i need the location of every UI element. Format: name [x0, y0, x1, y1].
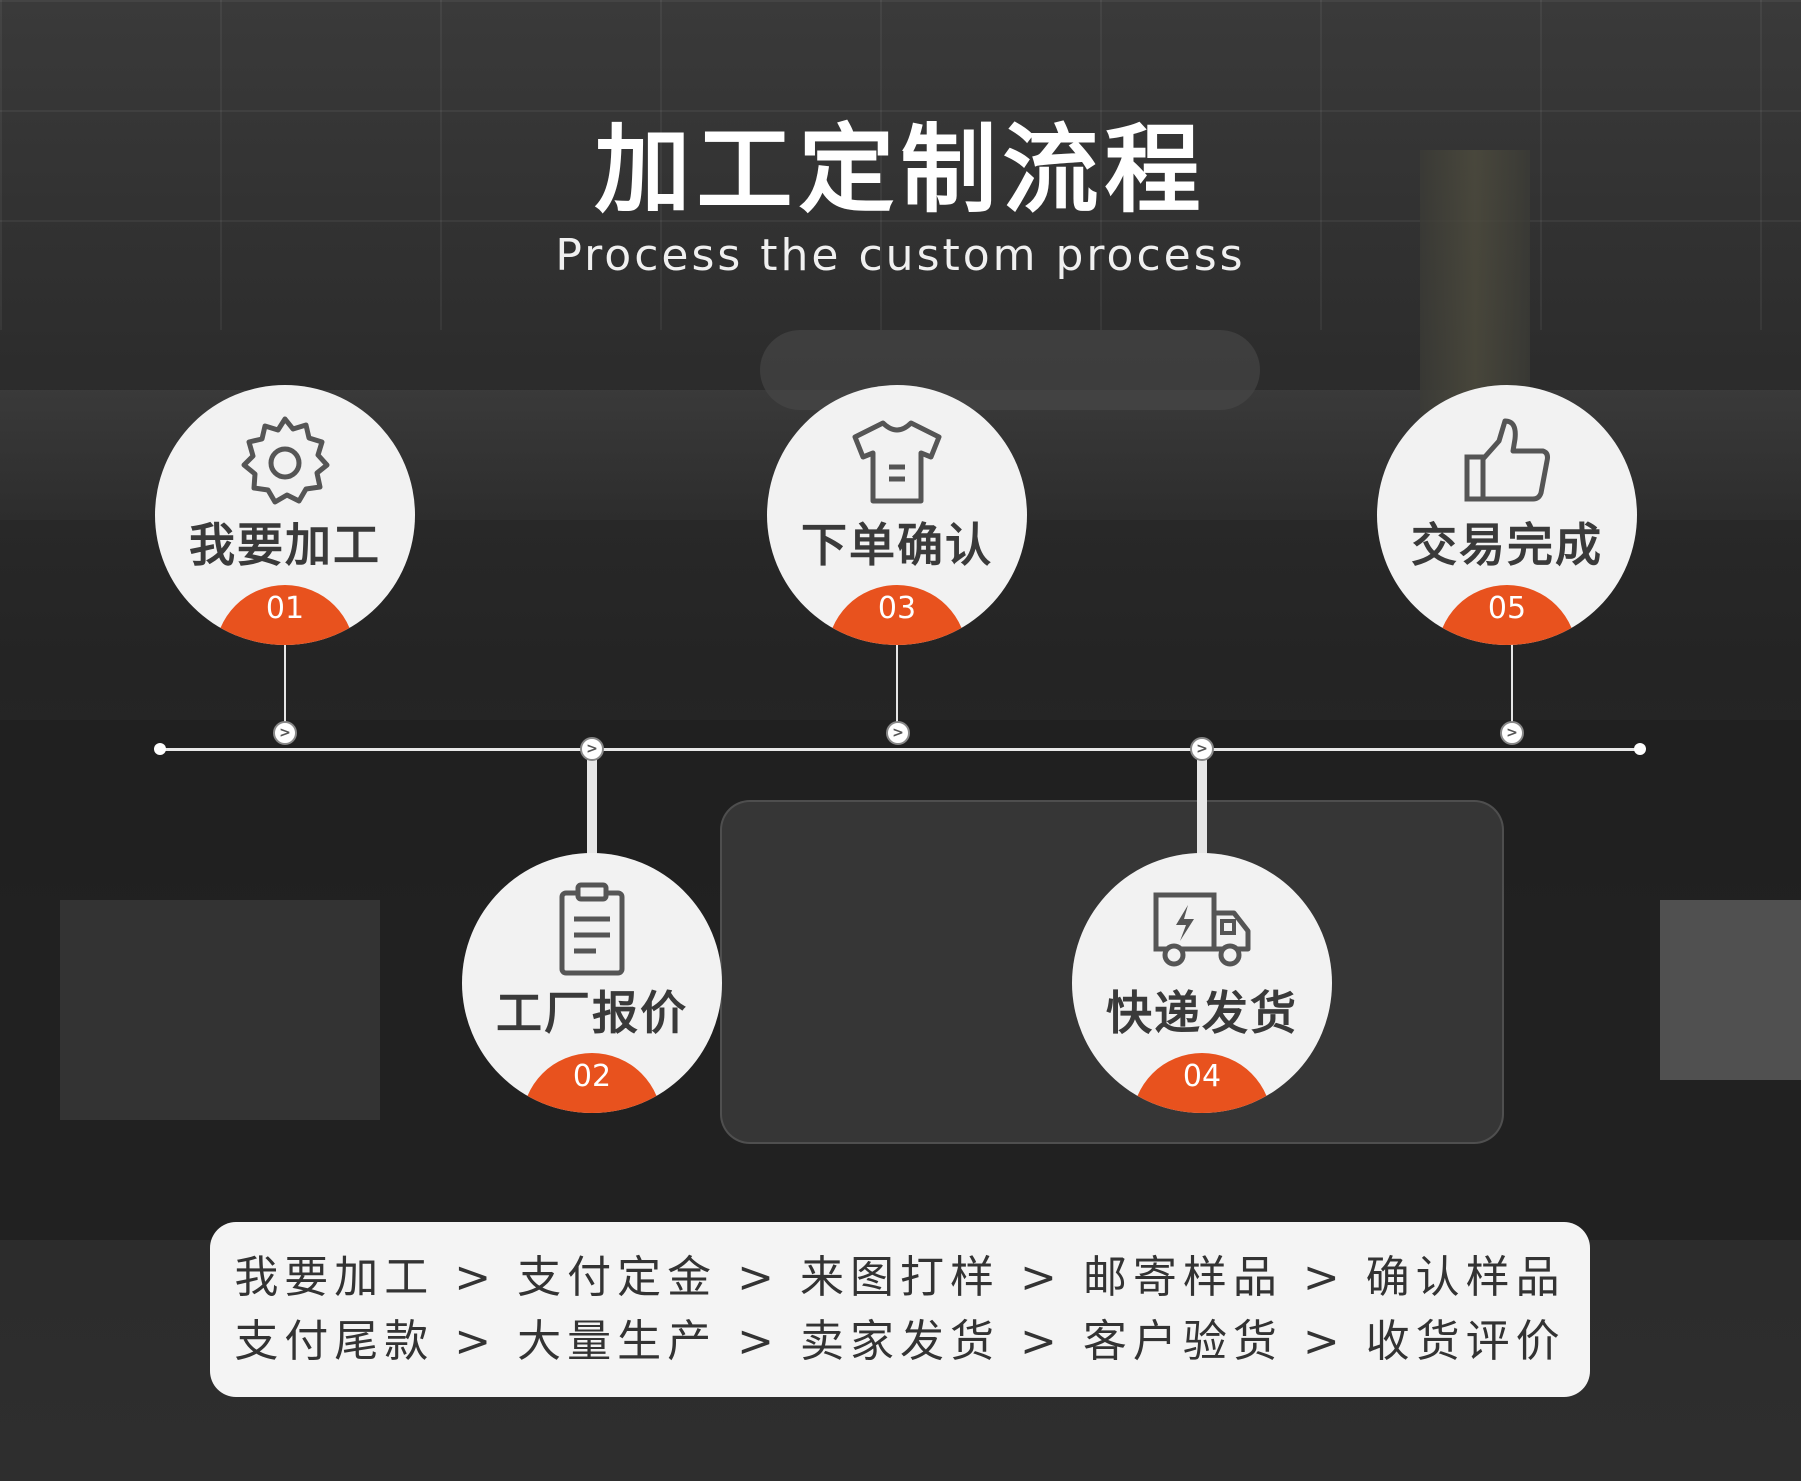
step-label: 交易完成 [1411, 518, 1603, 572]
timeline-line [160, 748, 1640, 751]
timeline-start-dot [154, 743, 166, 755]
step-number: 04 [1182, 1059, 1222, 1094]
step-number: 03 [877, 591, 917, 626]
step-number: 02 [572, 1059, 612, 1094]
step-card-01: 我要加工 01 [155, 385, 415, 645]
stem-step-02 [587, 760, 597, 860]
side-panel-background [1660, 900, 1801, 1080]
air-duct-background [760, 330, 1260, 410]
pillar-background [1420, 150, 1530, 430]
step-number: 05 [1487, 591, 1527, 626]
timeline-arrow-icon: > [1500, 721, 1524, 745]
gear-icon [241, 416, 330, 505]
stem-step-03 [896, 640, 898, 735]
tshirt-icon [852, 420, 942, 504]
thumbs-up-icon [1464, 418, 1550, 502]
timeline-end-dot [1634, 743, 1646, 755]
timeline-arrow-icon: > [273, 721, 297, 745]
step-card-02: 工厂报价 02 [462, 853, 722, 1113]
timeline-arrow-icon: > [886, 721, 910, 745]
step-card-04: 快递发货 04 [1072, 853, 1332, 1113]
step-label: 快递发货 [1106, 986, 1298, 1040]
control-panel-background [60, 900, 380, 1120]
summary-row-1: 我要加工 > 支付定金 > 来图打样 > 邮寄样品 > 确认样品 [234, 1252, 1566, 1303]
step-label: 下单确认 [801, 518, 993, 572]
step-card-03: 下单确认 03 [767, 385, 1027, 645]
step-label: 我要加工 [189, 518, 381, 572]
stem-step-05 [1511, 640, 1513, 735]
delivery-truck-icon [1153, 892, 1251, 967]
timeline-arrow-icon: > [1190, 737, 1214, 761]
process-summary-box: 我要加工 > 支付定金 > 来图打样 > 邮寄样品 > 确认样品 支付尾款 > … [210, 1222, 1590, 1397]
page-subtitle: Process the custom process [555, 230, 1246, 281]
step-number: 01 [265, 591, 305, 626]
summary-row-2: 支付尾款 > 大量生产 > 卖家发货 > 客户验货 > 收货评价 [234, 1316, 1566, 1367]
page-title: 加工定制流程 [594, 114, 1207, 226]
timeline-arrow-icon: > [580, 737, 604, 761]
step-label: 工厂报价 [496, 986, 688, 1040]
stem-step-01 [284, 640, 286, 735]
stem-step-04 [1197, 760, 1207, 860]
clipboard-icon [559, 882, 625, 976]
step-card-05: 交易完成 05 [1377, 385, 1637, 645]
